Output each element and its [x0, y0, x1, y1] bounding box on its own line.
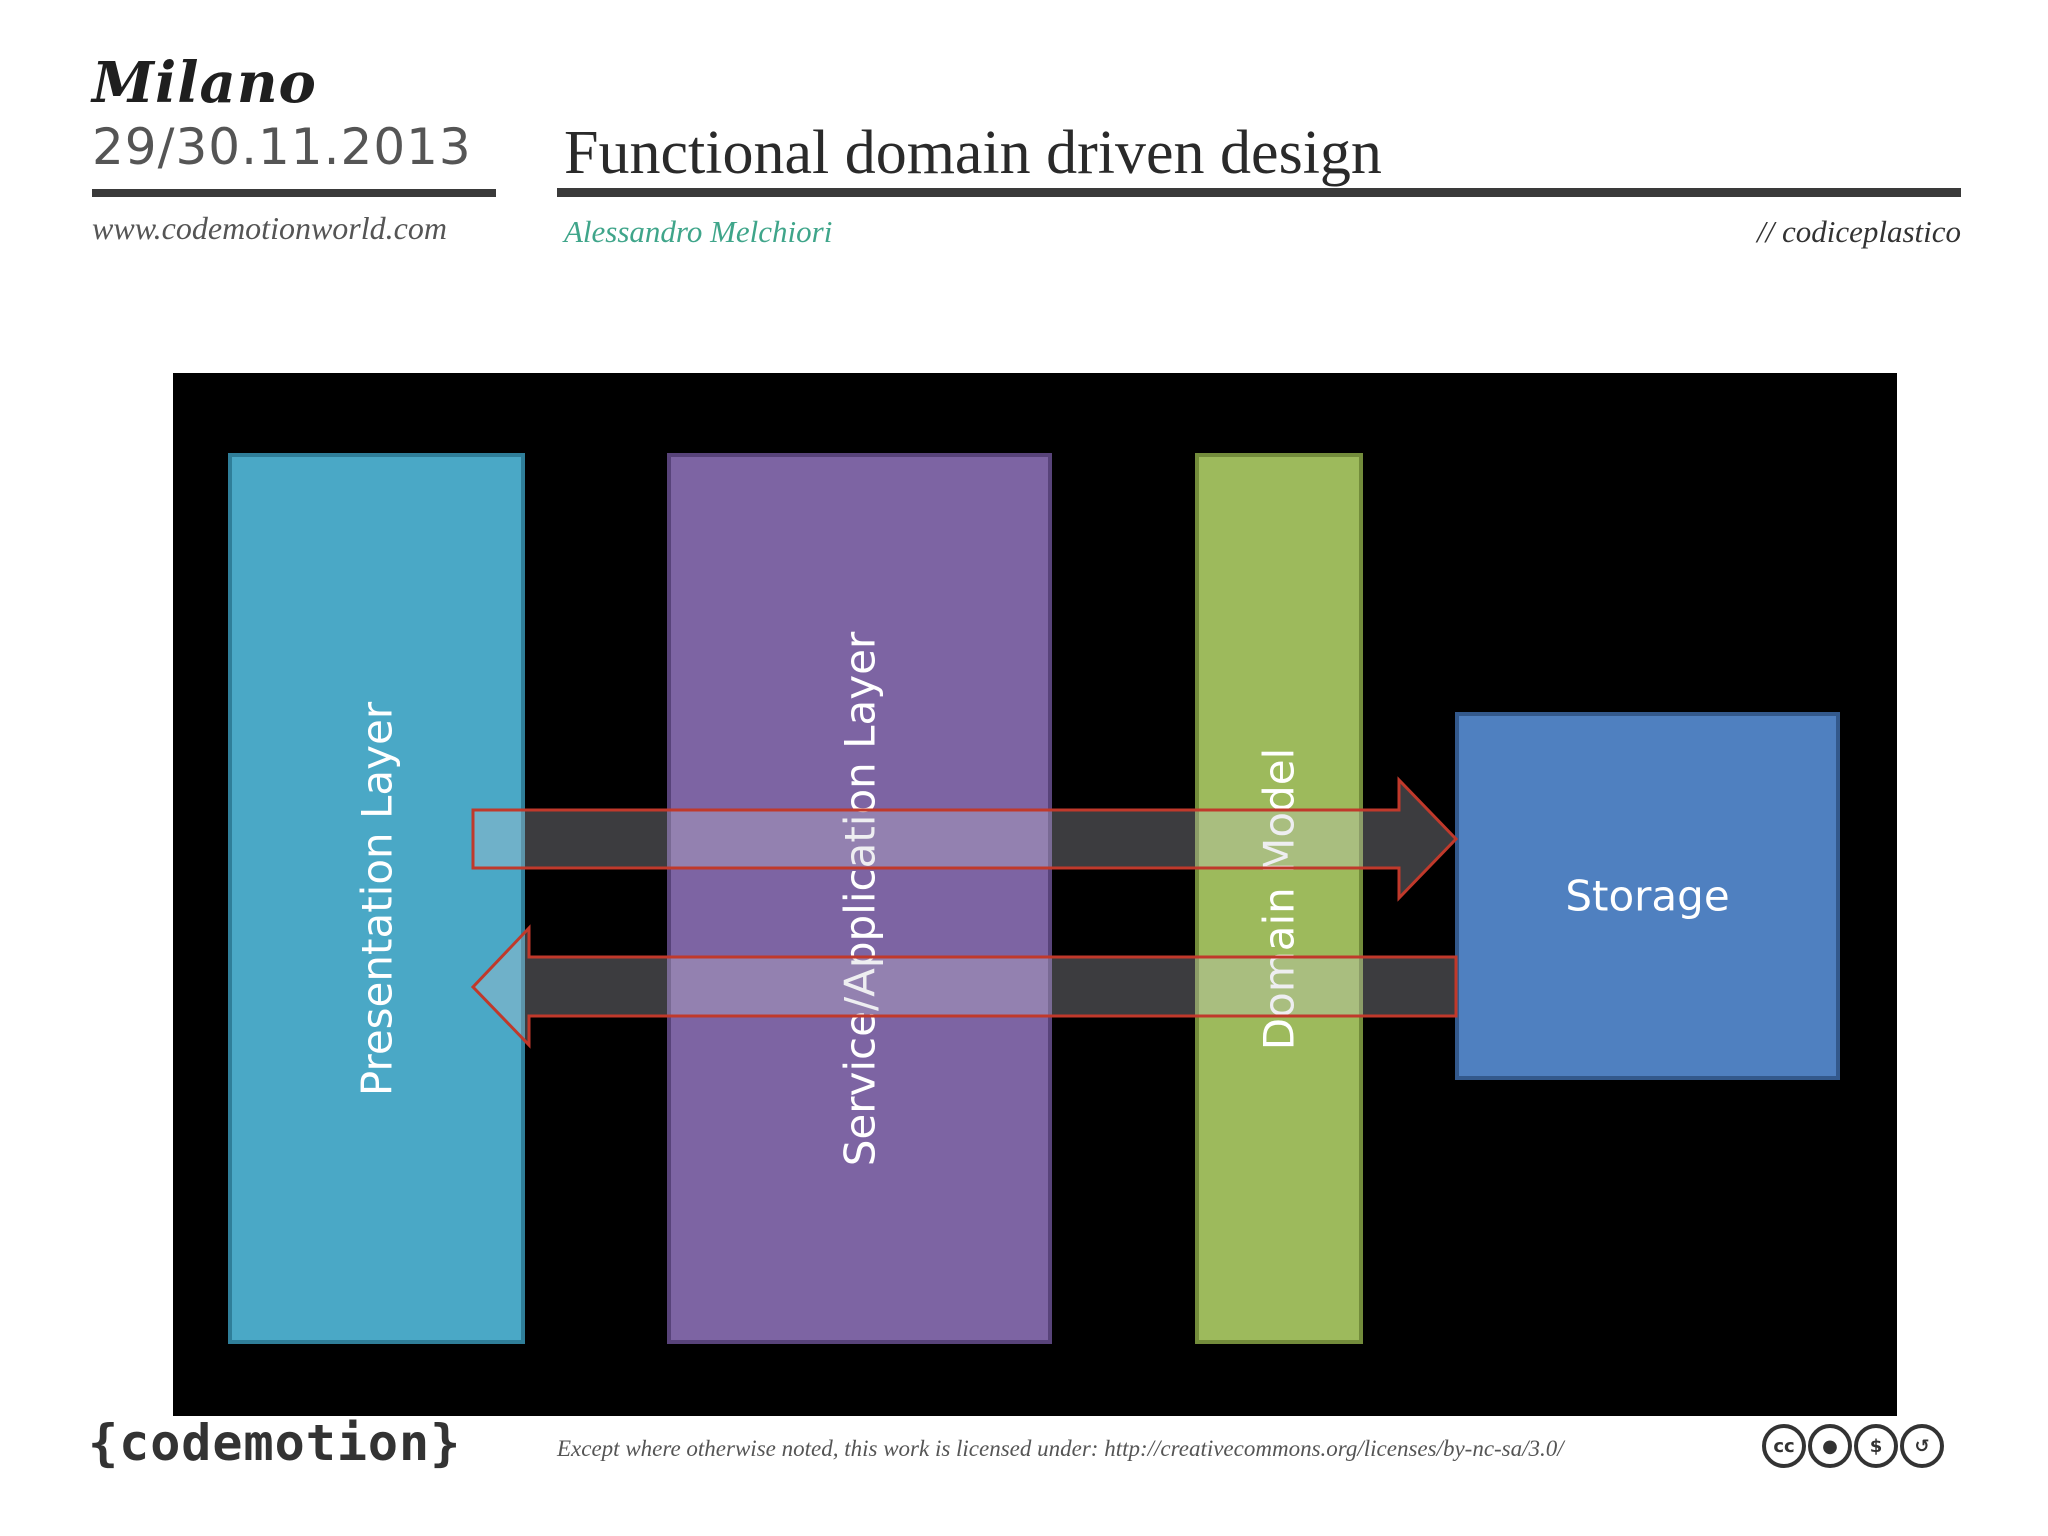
author-handle: // codiceplastico	[1756, 214, 1961, 249]
creative-commons-badges: cc ● $ ↺	[1762, 1424, 1944, 1468]
data-flow-arrows	[470, 776, 1459, 1049]
domain-model-box: Domain Model	[1195, 453, 1363, 1344]
attribution-icon: ●	[1808, 1424, 1852, 1468]
license-text: Except where otherwise noted, this work …	[557, 1436, 1564, 1461]
header-divider-right	[557, 188, 1961, 197]
request-arrow-right	[471, 776, 1459, 902]
conference-website: www.codemotionworld.com	[92, 210, 447, 246]
architecture-diagram: Presentation Layer Service/Application L…	[173, 373, 1897, 1416]
cc-icon: cc	[1762, 1424, 1806, 1468]
presentation-layer-box: Presentation Layer	[228, 453, 525, 1344]
sharealike-icon: ↺	[1900, 1424, 1944, 1468]
conference-dates: 29/30.11.2013	[92, 118, 472, 176]
service-application-layer-box: Service/Application Layer	[667, 453, 1052, 1344]
storage-label: Storage	[1565, 871, 1730, 921]
slide-title: Functional domain driven design	[564, 119, 1382, 187]
codemotion-logo: {codemotion}	[88, 1414, 462, 1472]
author-name: Alessandro Melchiori	[564, 214, 833, 249]
response-arrow-left	[470, 924, 1458, 1049]
conference-city: Milano	[92, 50, 317, 116]
storage-box: Storage	[1455, 712, 1840, 1080]
noncommercial-icon: $	[1854, 1424, 1898, 1468]
header-divider-left	[92, 189, 496, 197]
